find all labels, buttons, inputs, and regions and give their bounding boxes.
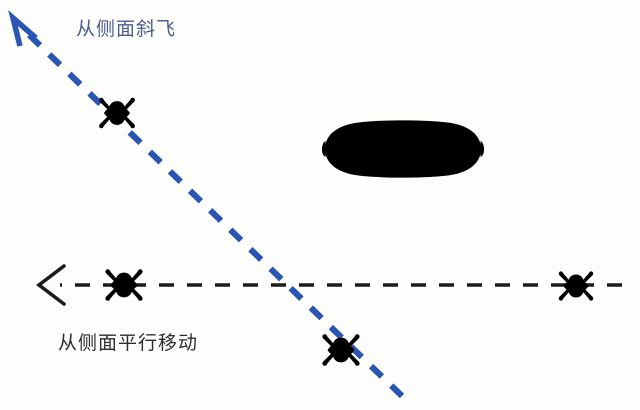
diagonal-flight-path: [8, 10, 405, 399]
diagonal-path-label: 从侧面斜飞: [76, 18, 177, 40]
parallel-flight-path: [36, 264, 622, 306]
drone-diagonal-upper: [92, 91, 142, 135]
parallel-path-label: 从侧面平行移动: [58, 332, 199, 354]
car-topview: [321, 120, 485, 178]
